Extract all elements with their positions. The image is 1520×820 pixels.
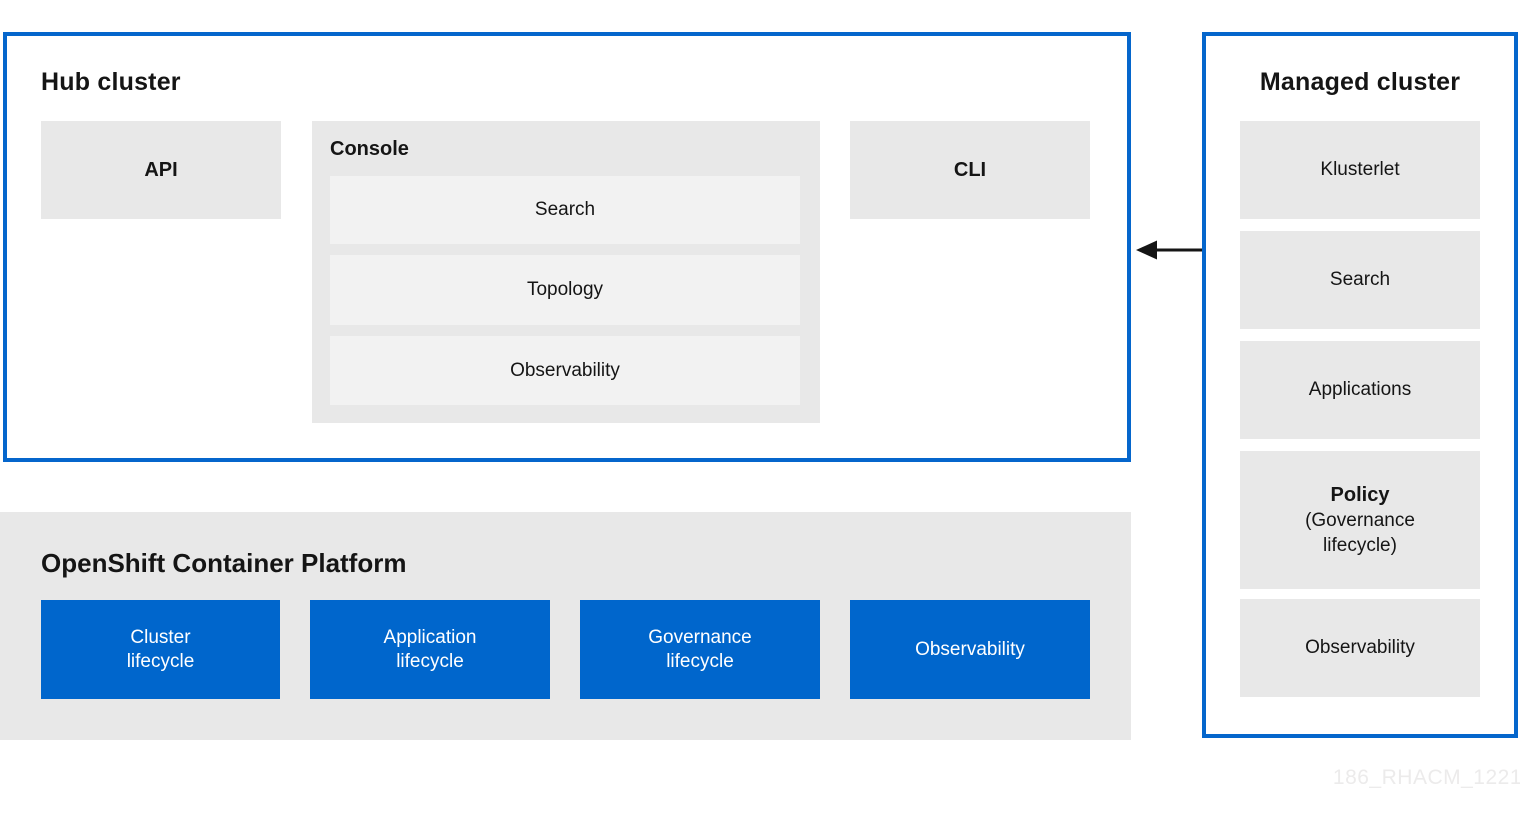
watermark-text: 186_RHACM_1221 xyxy=(1332,766,1520,789)
application-lifecycle-box: Application lifecycle xyxy=(310,600,550,699)
console-title: Console xyxy=(330,138,409,160)
managed-search-label: Search xyxy=(1329,269,1391,290)
hub-cluster-title: Hub cluster xyxy=(41,68,181,96)
applications-box: Applications xyxy=(1240,341,1480,439)
managed-search-box: Search xyxy=(1240,231,1480,329)
api-label: API xyxy=(144,158,178,181)
managed-cluster-box: Managed cluster Klusterlet Search Applic… xyxy=(1202,32,1518,738)
hub-cluster-box: Hub cluster API Console Search Topology … xyxy=(3,32,1131,462)
console-item-search-label: Search xyxy=(534,199,596,220)
cli-label: CLI xyxy=(953,158,987,181)
console-item-search: Search xyxy=(330,176,800,244)
left-arrow-icon xyxy=(1136,240,1202,260)
governance-lifecycle-box: Governance lifecycle xyxy=(580,600,820,699)
console-item-observability-label: Observability xyxy=(510,359,620,381)
console-item-topology: Topology xyxy=(330,255,800,325)
managed-cluster-title: Managed cluster xyxy=(1259,68,1461,96)
klusterlet-box: Klusterlet xyxy=(1240,121,1480,219)
applications-label: Applications xyxy=(1308,379,1412,400)
policy-label: Policy xyxy=(1330,483,1390,506)
managed-to-hub-arrow xyxy=(1136,238,1202,262)
managed-observability-label: Observability xyxy=(1305,637,1415,658)
policy-box: Policy (Governance lifecycle) xyxy=(1240,451,1480,589)
cli-box: CLI xyxy=(850,121,1090,219)
console-item-observability: Observability xyxy=(330,336,800,405)
managed-observability-box: Observability xyxy=(1240,599,1480,697)
openshift-platform-panel: OpenShift Container Platform Cluster lif… xyxy=(0,512,1131,740)
api-box: API xyxy=(41,121,281,219)
console-box: Console Search Topology Observability xyxy=(312,121,820,423)
openshift-platform-title: OpenShift Container Platform xyxy=(41,548,407,578)
platform-observability-box: Observability xyxy=(850,600,1090,699)
console-item-topology-label: Topology xyxy=(526,279,604,300)
cluster-lifecycle-box: Cluster lifecycle xyxy=(41,600,280,699)
policy-sublabel: (Governance lifecycle) xyxy=(1305,509,1415,556)
klusterlet-label: Klusterlet xyxy=(1320,159,1400,180)
